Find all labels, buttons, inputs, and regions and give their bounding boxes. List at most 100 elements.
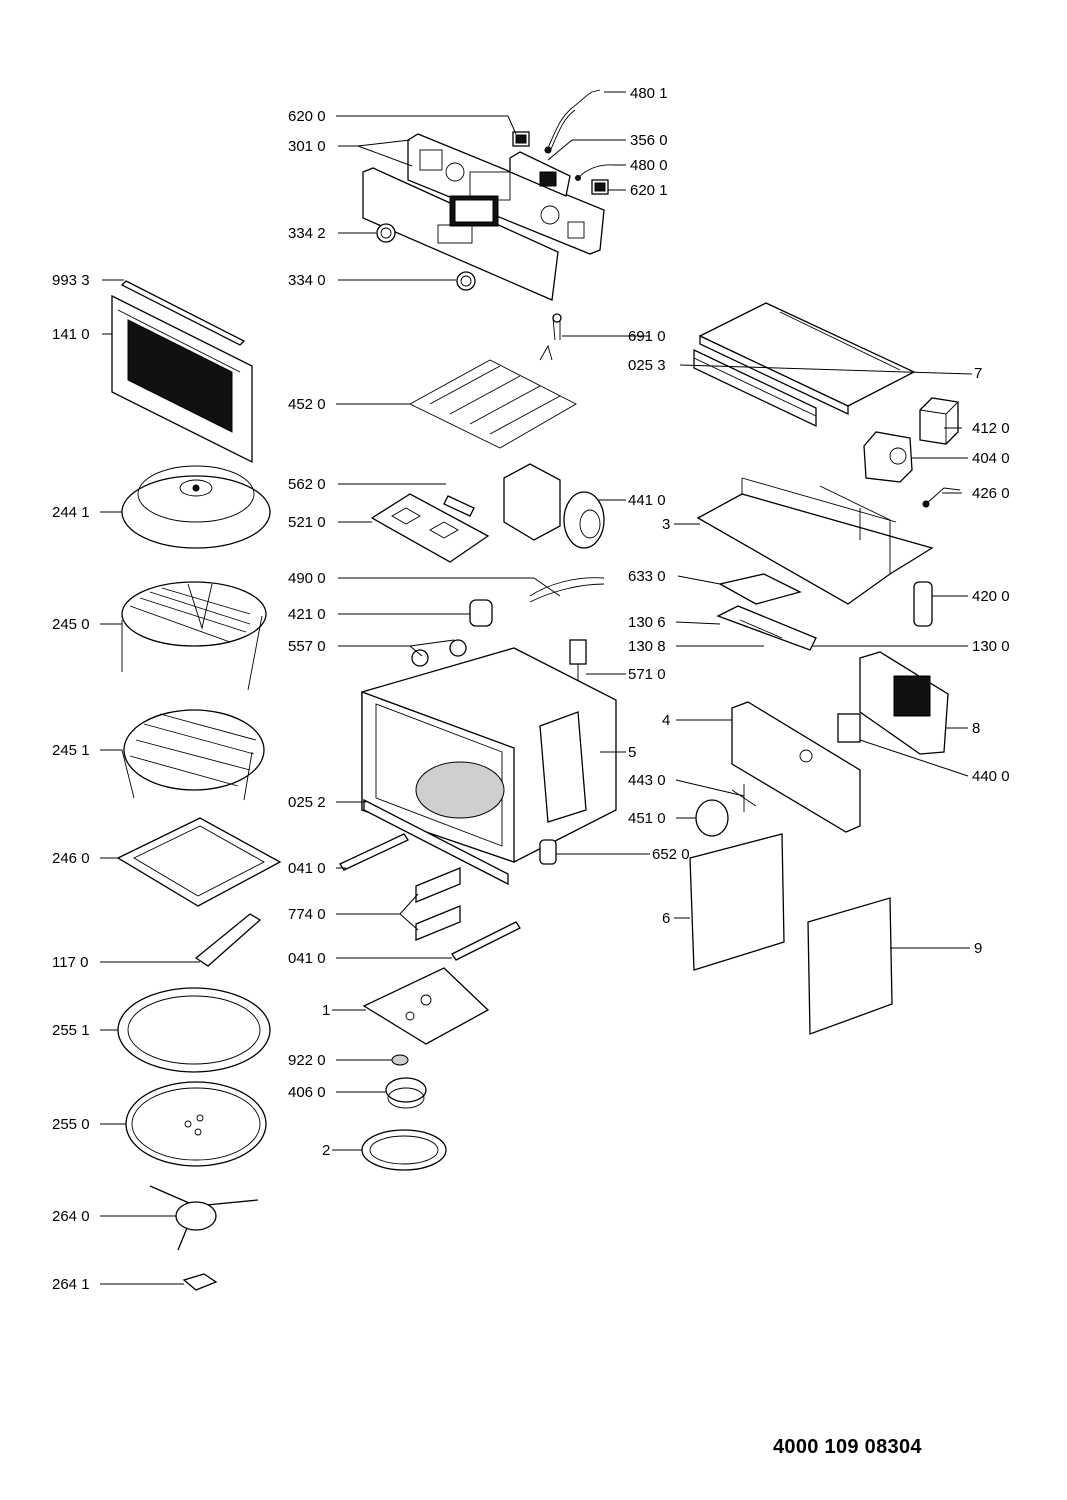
part-521-0-power-board <box>370 493 490 563</box>
label-334-0: 334 0 <box>288 272 326 289</box>
label-356-0: 356 0 <box>630 132 668 149</box>
part-633-0-holder <box>718 573 802 605</box>
label-406-0: 406 0 <box>288 1084 326 1101</box>
part-443-0-stirrer <box>731 784 757 812</box>
label-2: 2 <box>322 1142 330 1159</box>
part-130-0-bracket <box>716 605 817 651</box>
label-041-0-upper: 041 0 <box>288 860 326 877</box>
part-557-0-thermostat <box>411 639 467 667</box>
label-255-1: 255 1 <box>52 1022 90 1039</box>
label-130-0: 130 0 <box>972 638 1010 655</box>
part-301-0-control-panel <box>407 133 605 255</box>
label-480-0: 480 0 <box>630 157 668 174</box>
part-117-0-handle <box>194 913 262 967</box>
label-412-0: 412 0 <box>972 420 1010 437</box>
label-557-0: 557 0 <box>288 638 326 655</box>
part-front-fascia <box>362 167 559 301</box>
part-420-0-capacitor <box>913 581 933 627</box>
part-620-0-switch <box>512 131 530 147</box>
part-412-0-transformer <box>919 397 959 445</box>
label-3: 3 <box>662 516 670 533</box>
part-041-0-rail-lower <box>451 921 521 961</box>
part-691-0-sensor <box>552 313 562 341</box>
label-246-0: 246 0 <box>52 850 90 867</box>
part-264-1-coupler <box>182 1273 218 1291</box>
part-9-back-panel <box>807 897 893 1035</box>
label-041-0-lower: 041 0 <box>288 950 326 967</box>
part-1-base-plate <box>362 967 490 1045</box>
part-406-0-motor <box>385 1077 427 1109</box>
label-255-0: 255 0 <box>52 1116 90 1133</box>
part-421-0-capacitor <box>469 599 493 627</box>
part-993-3-strip <box>120 280 246 346</box>
part-562-0-component <box>443 495 475 517</box>
part-4-bottom-panel <box>731 701 861 833</box>
label-8: 8 <box>972 720 980 737</box>
label-426-0: 426 0 <box>972 485 1010 502</box>
part-620-1-switch <box>591 179 609 195</box>
label-141-0: 141 0 <box>52 326 90 343</box>
part-480-1-cable <box>544 89 601 154</box>
label-404-0: 404 0 <box>972 450 1010 467</box>
label-244-1: 244 1 <box>52 504 90 521</box>
part-922-0-washer <box>391 1054 409 1066</box>
label-490-0: 490 0 <box>288 570 326 587</box>
part-404-0-magnetron <box>863 431 913 483</box>
part-356-0-pcb <box>509 151 571 197</box>
part-334-0-knob <box>456 271 476 291</box>
part-245-0-rack <box>121 581 267 691</box>
label-301-0: 301 0 <box>288 138 326 155</box>
label-774-0: 774 0 <box>288 906 326 923</box>
label-571-0: 571 0 <box>628 666 666 683</box>
label-993-3: 993 3 <box>52 272 90 289</box>
label-4: 4 <box>662 712 670 729</box>
part-labels: 480 1 620 0 356 0 301 0 480 0 620 1 334 … <box>52 85 1010 1293</box>
label-130-8: 130 8 <box>628 638 666 655</box>
part-571-0-filter <box>569 639 587 682</box>
label-421-0: 421 0 <box>288 606 326 623</box>
part-025-3-rail <box>693 348 817 428</box>
label-334-2: 334 2 <box>288 225 326 242</box>
label-441-0: 441 0 <box>628 492 666 509</box>
part-652-0-lamp <box>539 839 557 865</box>
part-426-0-sensor-cable <box>922 487 961 508</box>
label-264-1: 264 1 <box>52 1276 90 1293</box>
part-7-top-cover <box>698 302 916 416</box>
label-521-0: 521 0 <box>288 514 326 531</box>
label-245-0: 245 0 <box>52 616 90 633</box>
label-922-0: 922 0 <box>288 1052 326 1069</box>
label-6: 6 <box>662 910 670 927</box>
part-255-0-glass-plate <box>125 1081 267 1167</box>
part-490-0-cable <box>529 577 605 603</box>
part-041-0-rail-upper <box>339 833 409 871</box>
document-number: 4000 109 08304 <box>773 1436 922 1458</box>
label-264-0: 264 0 <box>52 1208 90 1225</box>
label-633-0: 633 0 <box>628 568 666 585</box>
label-691-0: 691 0 <box>628 328 666 345</box>
label-1: 1 <box>322 1002 330 1019</box>
part-264-0-roller-support <box>149 1185 259 1251</box>
label-117-0: 117 0 <box>52 954 88 971</box>
part-774-0-plates <box>415 867 461 941</box>
label-420-0: 420 0 <box>972 588 1010 605</box>
label-9: 9 <box>974 940 982 957</box>
part-245-1-rack <box>121 709 265 801</box>
label-451-0: 451 0 <box>628 810 666 827</box>
part-451-0-ring <box>695 799 729 837</box>
part-480-0-cable <box>575 164 615 181</box>
label-7: 7 <box>974 365 982 382</box>
part-334-2-knob <box>376 223 396 243</box>
label-130-6: 130 6 <box>628 614 666 631</box>
label-025-3: 025 3 <box>628 357 666 374</box>
part-440-0-motor <box>837 713 861 743</box>
part-441-0-fan-motor <box>503 463 605 549</box>
part-2-roller-ring <box>361 1129 447 1171</box>
label-440-0: 440 0 <box>972 768 1010 785</box>
part-5-oven-cavity <box>361 647 617 863</box>
label-452-0: 452 0 <box>288 396 326 413</box>
part-255-1-turntable-ring <box>117 987 271 1073</box>
label-5: 5 <box>628 744 636 761</box>
part-8-inner-frame <box>859 651 949 755</box>
part-3-base-frame <box>696 477 934 605</box>
